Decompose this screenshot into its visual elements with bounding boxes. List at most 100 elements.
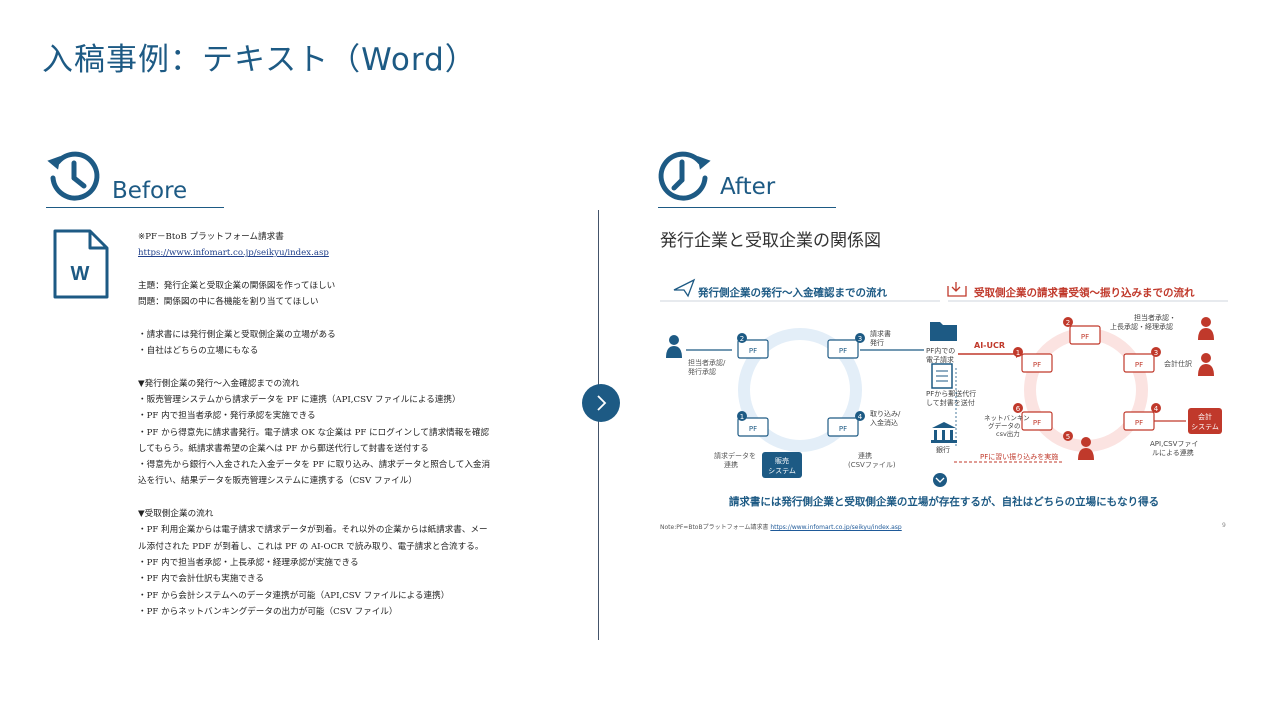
after-header: After [656, 148, 836, 208]
footnote-link[interactable]: https://www.infomart.co.jp/seikyu/index.… [770, 524, 902, 531]
svg-text:PF: PF [749, 425, 757, 433]
journal-label: 会計仕訳 [1164, 359, 1192, 368]
svg-text:6: 6 [1016, 405, 1021, 413]
blank-line [138, 310, 538, 326]
document-line: ・PF から得意先に請求書発行。電子請求 OK な企業は PF にログインして請… [138, 427, 490, 438]
chevron-right-icon [597, 395, 607, 411]
slide-title: 入稿事例：テキスト（Word） [42, 42, 477, 78]
document-line: ・PF からネットバンキングデータの出力が可能（CSV ファイル） [138, 606, 398, 617]
journal-person-icon [1198, 353, 1214, 376]
approver-person-icon [1198, 317, 1214, 340]
svg-text:会計: 会計 [1198, 412, 1212, 421]
after-rule [658, 207, 836, 208]
document-line: 主題：発行企業と受取企業の関係図を作ってほしい [138, 280, 336, 291]
svg-text:システム: システム [1191, 423, 1219, 431]
svg-text:発行側企業の発行～入金確認までの流れ: 発行側企業の発行～入金確認までの流れ [697, 286, 887, 299]
folder-icon [930, 322, 957, 341]
document-line: ▼受取側企業の流れ [138, 509, 214, 520]
document-line: ・販売管理システムから請求データを PF に連携（API,CSV ファイルによる… [138, 394, 461, 405]
svg-text:システム: システム [768, 467, 796, 475]
svg-text:PF: PF [1081, 333, 1089, 341]
svg-text:PF: PF [839, 425, 847, 433]
pf-monitor-right-left: PF 1 [1013, 347, 1053, 373]
pf-monitor-left-right: PF 3 [827, 333, 865, 359]
svg-text:PF: PF [749, 347, 757, 355]
next-arrow-button[interactable] [582, 384, 620, 422]
pf-monitor-right-top: PF 2 [1063, 317, 1101, 345]
person-label: 担当者承認/発行承認 [688, 358, 726, 376]
document-line: ・PF 利用企業からは電子請求で請求データが到着。それ以外の企業からは紙請求書、… [138, 525, 488, 536]
document-line: ・得意先から銀行へ入金された入金データを PF に取り込み、請求データと照合して… [138, 460, 491, 471]
before-label: Before [112, 178, 188, 204]
pf-monitor-left-bottom-right: PF 4 [827, 411, 865, 437]
after-slide-title: 発行企業と受取企業の関係図 [660, 231, 881, 251]
blank-line [138, 490, 538, 506]
document-line: ▼発行側企業の発行～入金確認までの流れ [138, 378, 300, 389]
document-line: ・PF 内で担当者承認・上長承認・経理承認が実施できる [138, 557, 359, 568]
svg-text:PF: PF [1033, 419, 1041, 427]
svg-text:1: 1 [1016, 349, 1020, 357]
pf-monitor-right-right: PF 3 [1123, 347, 1161, 373]
document-icon [931, 363, 953, 389]
before-rule [46, 207, 224, 208]
svg-text:4: 4 [858, 413, 863, 421]
before-header: Before [46, 148, 226, 208]
svg-text:3: 3 [1154, 349, 1158, 357]
e-invoice-label: PF内での電子請求 [926, 346, 955, 364]
deposit-label: 取り込み/入金消込 [870, 409, 901, 427]
pf-monitor-left-top: PF 2 [737, 333, 769, 359]
document-line: 問題：関係図の中に各機能を割り当ててほしい [138, 297, 319, 308]
page-number: 9 [1222, 522, 1226, 529]
after-label: After [720, 174, 776, 200]
svg-text:PF: PF [1033, 361, 1041, 369]
pf-monitor-right-lower-left: PF 6 [1013, 403, 1053, 431]
svg-text:受取側企業の請求書受領～振り込みまでの流れ: 受取側企業の請求書受領～振り込みまでの流れ [974, 286, 1195, 299]
document-line: 込を行い、結果データを販売管理システムに連携する（CSV ファイル） [138, 476, 417, 487]
invoice-issue-label: 請求書発行 [870, 329, 891, 347]
relationship-diagram: 発行側企業の発行～入金確認までの流れ 受取側企業の請求書受領～振り込みまでの流れ… [660, 278, 1228, 508]
document-line: ・PF から会計システムへのデータ連携が可能（API,CSV ファイルによる連携… [138, 590, 450, 601]
left-flow-header: 発行側企業の発行～入金確認までの流れ [660, 278, 940, 302]
after-footnote: Note:PF=BtoBプラットフォーム請求書 https://www.info… [660, 522, 902, 531]
document-line: ・PF 内で担当者承認・発行承認を実施できる [138, 411, 316, 422]
api-csv-label: API,CSVファイルによる連携 [1150, 440, 1198, 457]
document-line: ・PF 内で会計仕訳も実施できる [138, 574, 265, 585]
inbox-icon [947, 282, 967, 297]
svg-text:販売: 販売 [775, 456, 789, 465]
ai-ocr-label: AI-UCR [974, 341, 1005, 350]
center-divider [598, 210, 599, 640]
blank-line [138, 359, 538, 375]
document-line: ・請求書には発行側企業と受取側企業の立場がある [138, 329, 336, 340]
svg-text:PF: PF [839, 347, 847, 355]
pf-monitor-right-bottom: 5 [1063, 431, 1094, 460]
document-line: ※PF－BtoB プラットフォーム請求書 [138, 232, 284, 242]
word-file-icon: W [52, 228, 110, 300]
svg-text:5: 5 [1066, 433, 1070, 441]
pf-monitor-right-lower-right: PF 4 [1123, 403, 1161, 431]
svg-text:1: 1 [740, 413, 744, 421]
document-line: してもらう。紙請求書希望の企業へは PF から郵送代行して封書を送付する [138, 443, 429, 454]
blank-line [138, 262, 538, 278]
word-letter: W [71, 263, 90, 285]
transfer-label: PFに習い振り込みを実施 [980, 452, 1058, 461]
person-icon [666, 335, 682, 358]
bank-icon [931, 422, 957, 443]
left-cycle-ring [738, 328, 862, 452]
before-document-text: ※PF－BtoB プラットフォーム請求書 https://www.infomart… [138, 229, 538, 620]
right-flow-header: 受取側企業の請求書受領～振り込みまでの流れ [947, 282, 1228, 302]
paper-plane-icon [673, 278, 696, 298]
svg-text:2: 2 [1066, 319, 1070, 327]
document-line: ル添付された PDF が到着し、これは PF の AI-OCR で読み取り、電子… [138, 541, 484, 552]
svg-text:PF: PF [1135, 419, 1143, 427]
svg-text:4: 4 [1154, 405, 1159, 413]
sales-system-box: 販売 システム [762, 452, 802, 478]
svg-text:PF: PF [1135, 361, 1143, 369]
svg-text:3: 3 [858, 335, 862, 343]
accounting-system-icon: 会計 システム [1188, 408, 1222, 434]
footnote-prefix: Note:PF=BtoBプラットフォーム請求書 [660, 524, 769, 531]
document-line: ・自社はどちらの立場にもなる [138, 346, 259, 357]
clock-icon [658, 151, 711, 201]
csv-link-label: 連携(CSVファイル) [848, 451, 896, 469]
document-link[interactable]: https://www.infomart.co.jp/seikyu/index.… [138, 248, 329, 259]
